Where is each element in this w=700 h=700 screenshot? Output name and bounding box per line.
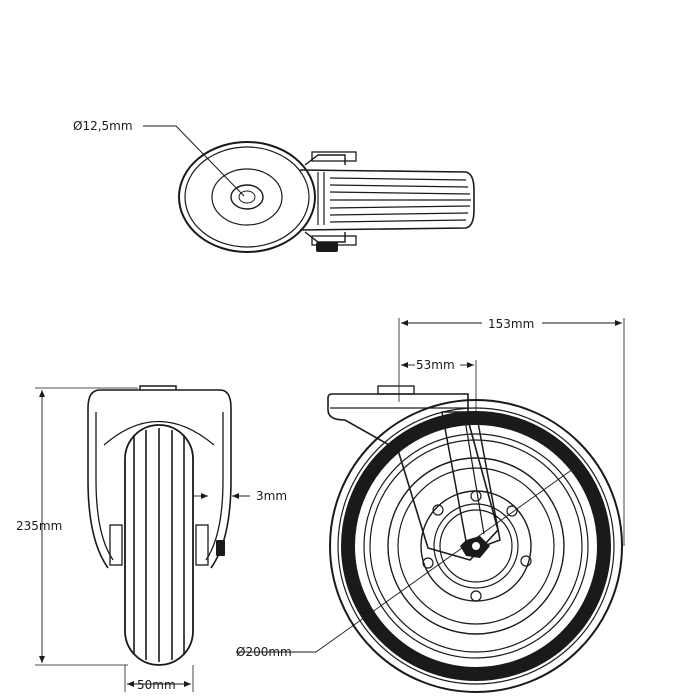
side-view-fork [327, 385, 501, 561]
fork-gap-label: 3mm [256, 489, 287, 503]
wheel-diameter-label: Ø200mm [236, 645, 292, 659]
wheel-bolt-holes [422, 490, 532, 602]
top-view: Ø12,5mm [73, 119, 475, 253]
top-view-mount-plate [178, 141, 316, 253]
top-view-fork [304, 151, 357, 252]
height-label: 235mm [16, 519, 62, 533]
front-view-tyre [124, 424, 194, 666]
wheel-diameter-leader [236, 463, 581, 653]
mount-offset-dimension [401, 360, 477, 420]
mount-offset-label: 53mm [416, 358, 455, 372]
height-dimension [35, 387, 138, 666]
bore-diameter-label: Ø12,5mm [73, 119, 133, 133]
bore-leader [143, 125, 245, 197]
side-view: 153mm 53mm Ø200mm [236, 317, 625, 693]
tread-width-label: 50mm [137, 678, 176, 692]
top-view-tread [299, 169, 475, 231]
front-view: 235mm 3mm 50mm [16, 385, 287, 692]
front-view-fork [87, 408, 232, 569]
mount-width-label: 153mm [488, 317, 534, 331]
tread-width-dimension [124, 665, 194, 692]
front-view-mount-plate [87, 385, 232, 409]
mount-width-dimension [398, 318, 625, 546]
